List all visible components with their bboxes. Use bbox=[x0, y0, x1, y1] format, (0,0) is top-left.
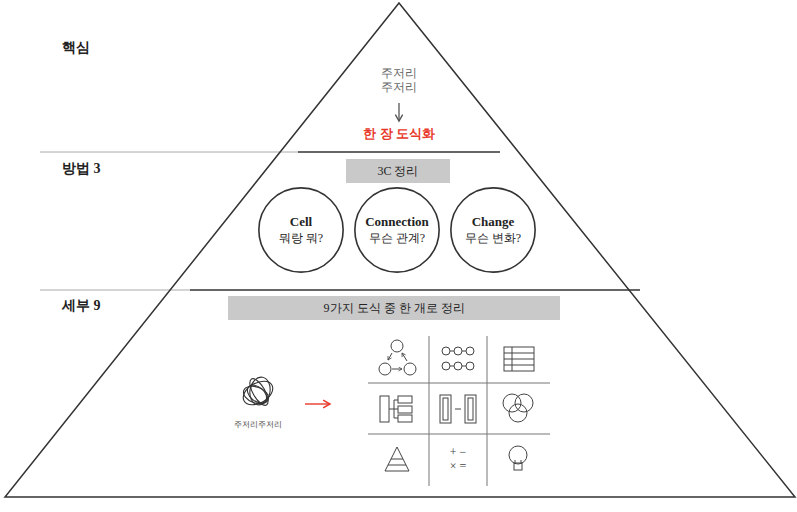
math-icon: + − × = bbox=[448, 445, 468, 474]
level-label: 방법 3 bbox=[62, 161, 101, 178]
node-title: 9가지 도식 중 한 개로 정리 bbox=[324, 301, 465, 316]
scribble-icon bbox=[239, 375, 277, 409]
circle-shape bbox=[355, 188, 439, 272]
node-title: Change bbox=[472, 214, 515, 230]
icon-grid bbox=[368, 336, 550, 486]
node-subtitle: 뭐랑 뭐? bbox=[279, 231, 323, 246]
band-line bbox=[40, 290, 190, 291]
circle-outline bbox=[354, 187, 440, 273]
heading-box: 3C 정리 bbox=[346, 159, 450, 183]
node-title: Cell bbox=[290, 214, 312, 230]
band-line bbox=[40, 152, 298, 153]
result-text: 한 장 도식화 bbox=[363, 126, 435, 142]
concept-circle: Change무슨 변화? bbox=[450, 187, 536, 273]
heading-bar: 9가지 도식 중 한 개로 정리 bbox=[228, 296, 560, 320]
level-label: 세부 9 bbox=[62, 298, 101, 315]
circle-outline bbox=[450, 187, 536, 273]
node-title: Connection bbox=[365, 214, 429, 230]
circle-shape bbox=[451, 188, 535, 272]
down-arrow bbox=[398, 103, 399, 121]
node-subtitle: 무슨 변화? bbox=[465, 231, 521, 246]
pyramid-outline bbox=[5, 3, 795, 497]
band-line bbox=[298, 151, 500, 153]
input-text: 주저리 주저리 bbox=[378, 66, 420, 95]
red-arrow bbox=[305, 403, 330, 404]
circle-shape bbox=[259, 188, 343, 272]
node-subtitle: 무슨 관계? bbox=[369, 231, 425, 246]
concept-circle: Cell뭐랑 뭐? bbox=[258, 187, 344, 273]
level-label: 핵심 bbox=[62, 40, 90, 57]
band-line bbox=[190, 289, 640, 291]
concept-circle: Connection무슨 관계? bbox=[354, 187, 440, 273]
circle-outline bbox=[258, 187, 344, 273]
node-title: 3C 정리 bbox=[377, 164, 418, 179]
icon-caption: 주저리주저리 bbox=[234, 420, 282, 430]
